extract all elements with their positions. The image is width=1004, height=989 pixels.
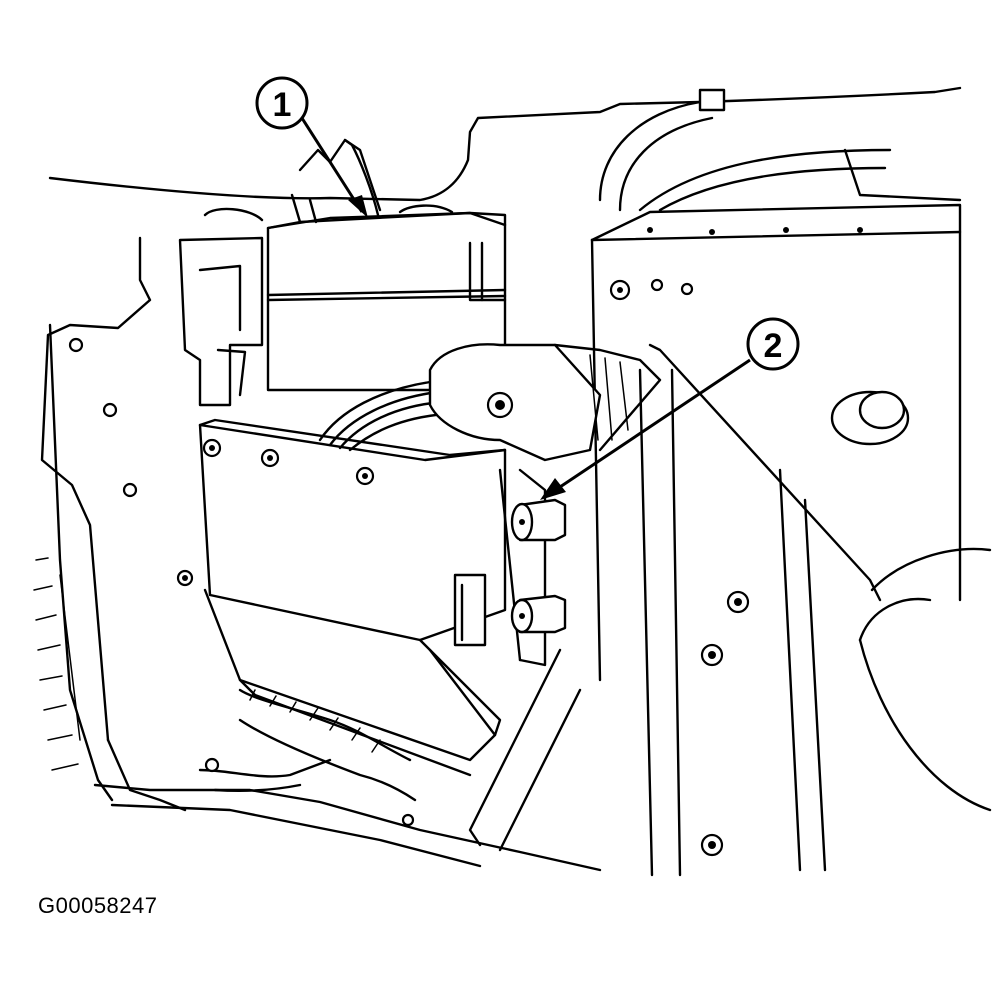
background-panel <box>33 86 962 872</box>
callout-1-number: 1 <box>273 86 292 124</box>
wiring-harness <box>198 343 662 827</box>
module-upper-housing <box>178 138 507 407</box>
module-lower-box <box>176 418 567 777</box>
side-panel <box>468 203 992 877</box>
figure-id-label: G00058247 <box>38 893 158 918</box>
mounting-stud <box>510 498 567 634</box>
callout-2: 2 <box>540 317 800 500</box>
callout-2-number: 2 <box>764 327 783 365</box>
callout-1: 1 <box>255 76 368 218</box>
hose <box>598 88 962 212</box>
